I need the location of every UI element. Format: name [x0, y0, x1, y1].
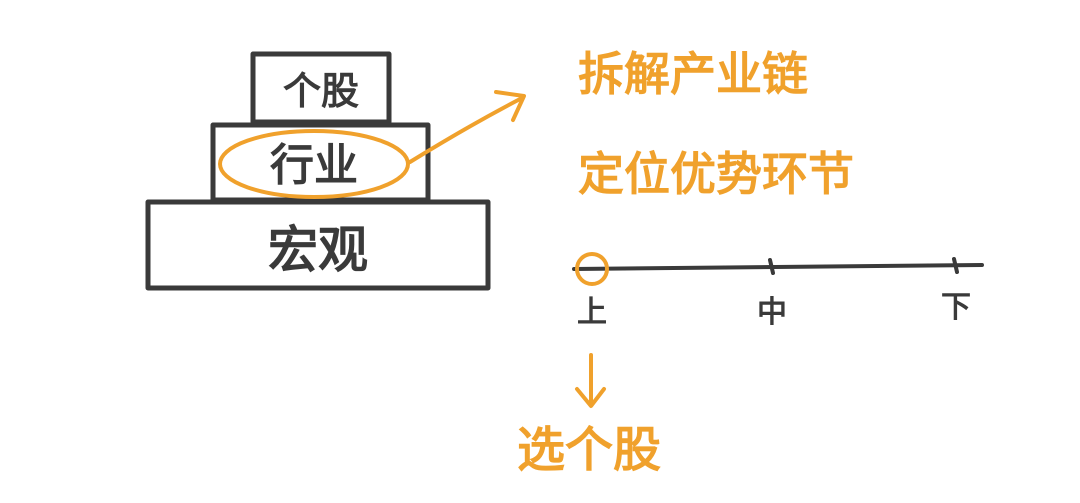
- pointer-arrow-head: [494, 90, 526, 122]
- value-chain-line: [572, 263, 984, 271]
- upstream-highlight-circle: [575, 252, 609, 286]
- note-line-2: 定位优势环节: [578, 147, 854, 201]
- note-line-1: 拆解产业链: [578, 47, 808, 101]
- pointer-arrow-shaft: [408, 96, 524, 164]
- pyramid-label-stock: 个股: [283, 69, 359, 113]
- pyramid-label-macro: 宏观: [268, 221, 368, 279]
- chain-label-midstream: 中: [757, 295, 787, 330]
- midstream-tick: [768, 258, 775, 275]
- industry-highlight-circle: [218, 129, 410, 199]
- downstream-tick: [952, 257, 959, 274]
- down-arrow-head: [575, 387, 606, 408]
- chain-label-downstream: 下: [941, 290, 971, 325]
- result-label: 选个股: [517, 422, 661, 478]
- pyramid-label-industry: 行业: [270, 140, 358, 191]
- pyramid-box-macro: [145, 199, 491, 291]
- pyramid-box-stock: [250, 51, 392, 125]
- chain-label-upstream: 上: [577, 295, 607, 330]
